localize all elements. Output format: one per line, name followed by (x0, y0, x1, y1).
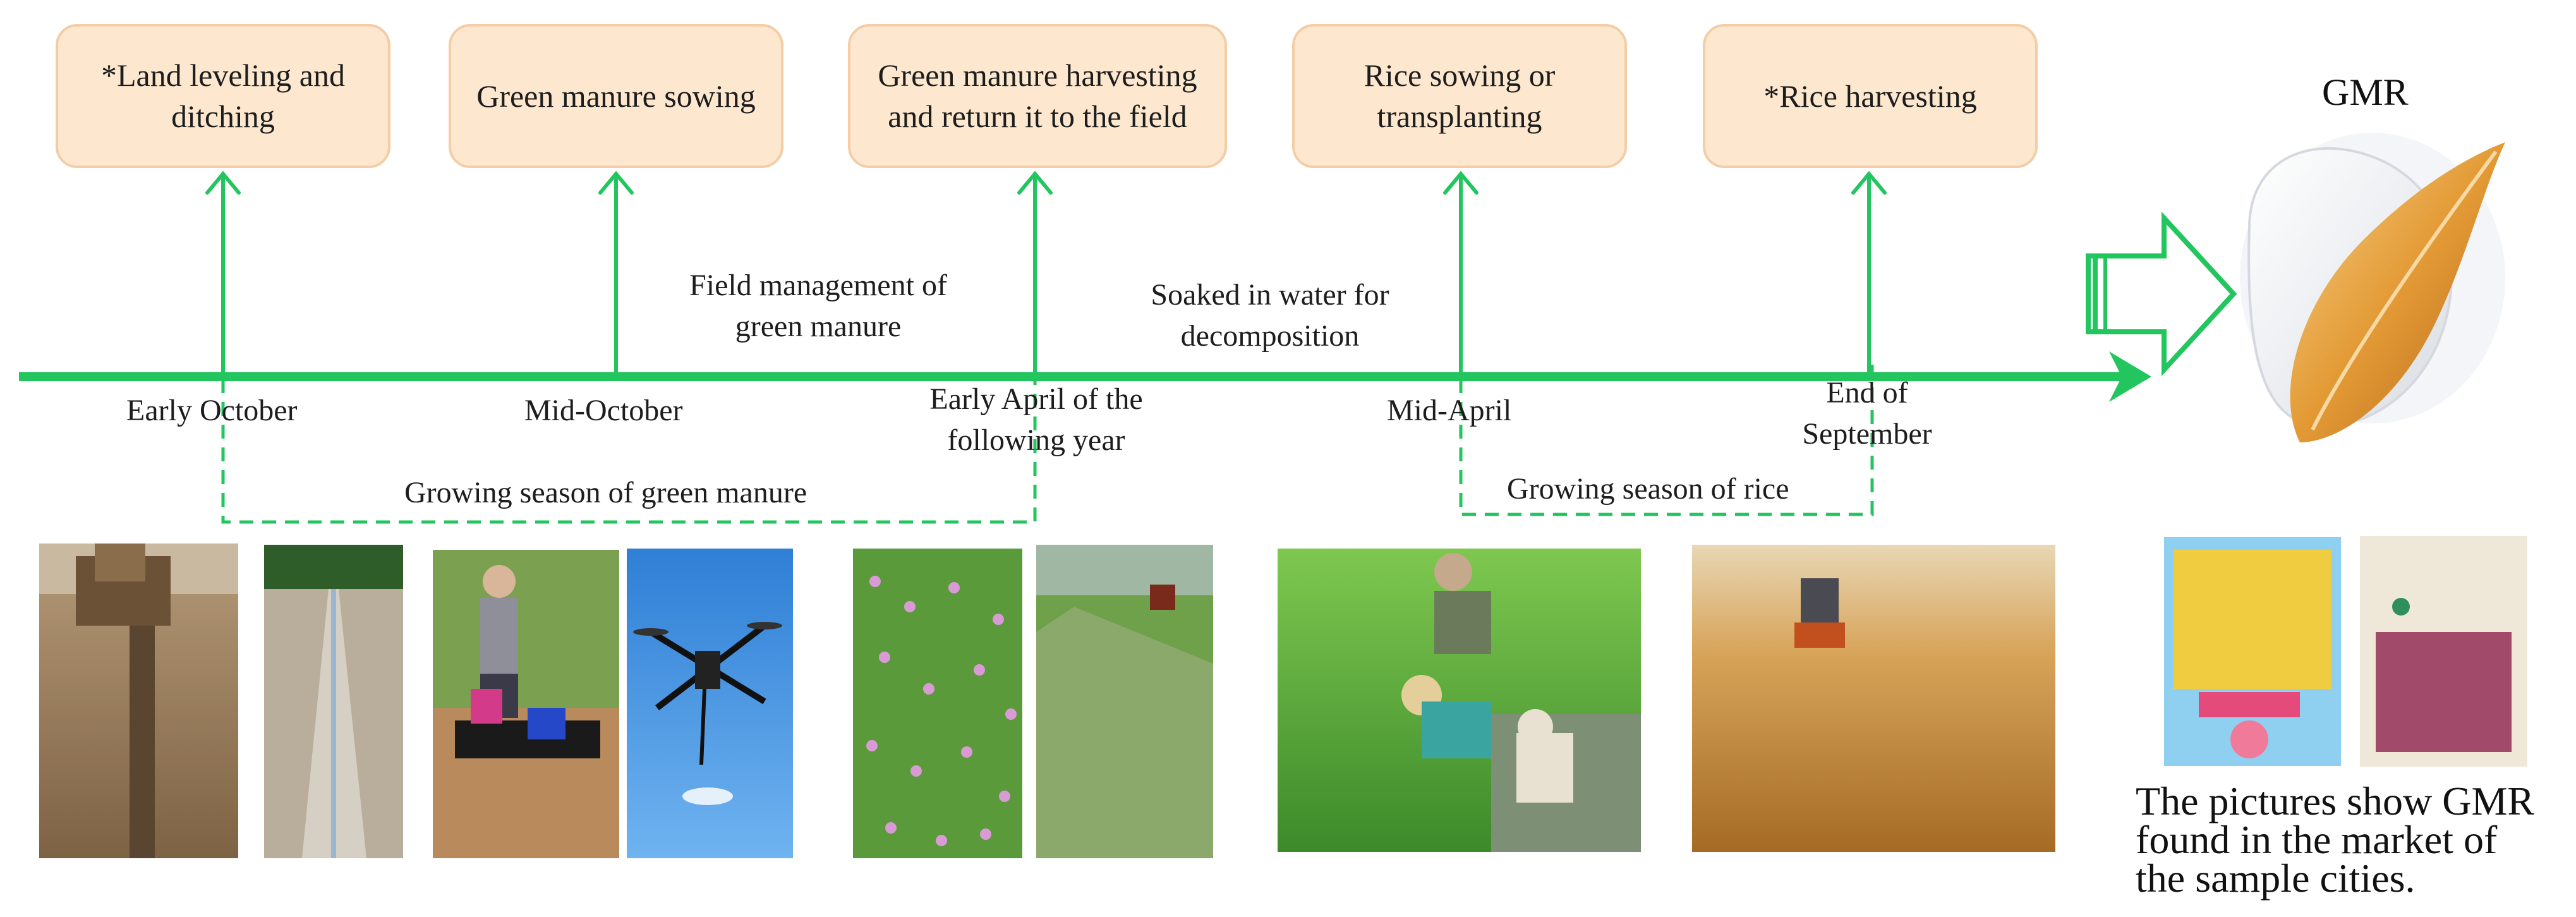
process-label-soaked-in-water: Soaked in water for decomposition (1151, 278, 1389, 353)
green-manure-season-bracket (221, 379, 1037, 524)
arrow-up-icon (598, 171, 634, 195)
rice-transplanting-photo (1278, 549, 1641, 852)
stage-label: Rice sowing or transplanting (1364, 58, 1556, 134)
sowing-machine-photo (433, 550, 619, 858)
green-manure-flowers-photo (853, 549, 1022, 858)
stage-box-land-leveling: *Land leveling and ditching (56, 24, 390, 168)
date-label-early-april: Early April of the following year (929, 382, 1143, 457)
date-label-end-of-september: End of September (1802, 376, 1932, 451)
rice-harvesting-photo (1692, 545, 2055, 852)
land-leveling-photo (39, 544, 238, 858)
season-label-rice: Growing season of rice (1507, 472, 1789, 506)
stage-label: Green manure harvesting and return it to… (878, 58, 1197, 134)
drone-sowing-photo (627, 549, 793, 858)
date-label-mid-april: Mid-April (1387, 394, 1512, 427)
gmr-title: GMR (2322, 71, 2409, 113)
green-manure-harvest-photo (1036, 545, 1213, 858)
gmr-caption: The pictures show GMR found in the marke… (2136, 779, 2535, 901)
ditching-photo (264, 545, 403, 858)
date-label-early-october: Early October (126, 394, 298, 427)
stage-box-rice-harvesting: *Rice harvesting (1703, 24, 2038, 168)
rice-season-bracket (1459, 359, 1874, 516)
stage-box-rice-sowing: Rice sowing or transplanting (1292, 24, 1627, 168)
season-label-green-manure: Growing season of green manure (404, 476, 807, 509)
rice-grain-icon (2240, 133, 2505, 442)
gmr-package-1-photo (2164, 537, 2341, 766)
arrow-up-icon (1851, 171, 1887, 195)
stage-box-green-manure-harvesting: Green manure harvesting and return it to… (848, 24, 1227, 168)
arrow-up-icon (205, 171, 241, 195)
stage-label: *Rice harvesting (1763, 78, 1977, 114)
date-label-mid-october: Mid-October (524, 394, 683, 427)
hollow-arrow-icon (2086, 211, 2237, 377)
arrow-up-icon (1443, 171, 1478, 195)
timeline-arrowhead (2109, 351, 2151, 402)
stage-label: Green manure sowing (476, 78, 756, 114)
gmr-package-2-photo (2360, 536, 2527, 767)
stage-box-green-manure-sowing: Green manure sowing (449, 24, 783, 168)
arrow-up-icon (1017, 171, 1053, 195)
stage-label: *Land leveling and ditching (101, 58, 345, 134)
process-label-field-management: Field management of green manure (689, 269, 947, 343)
